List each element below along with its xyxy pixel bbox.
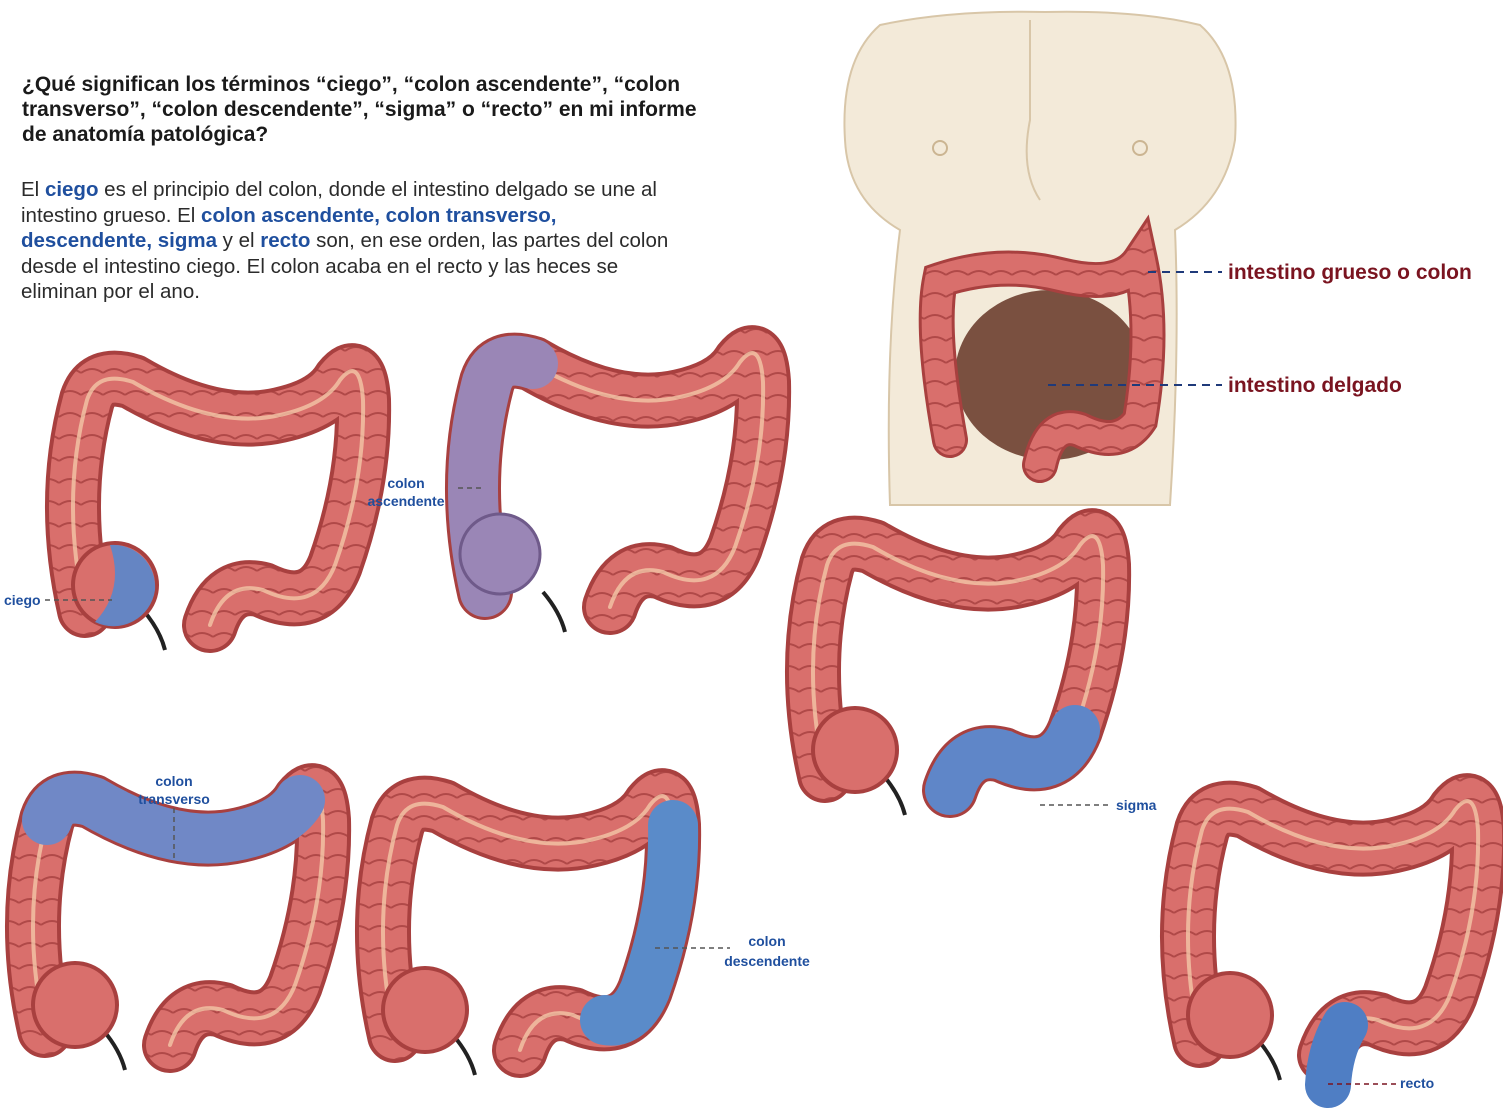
- colon-diagram-ascendente: [460, 353, 763, 632]
- label-transverso-line1: colon: [155, 773, 192, 789]
- colon-diagram-recto: [1188, 801, 1478, 1108]
- sigma-highlight: [925, 705, 1100, 815]
- label-recto: recto: [1400, 1075, 1434, 1091]
- small-intestine-shape: [955, 290, 1145, 460]
- torso-figure: [843, 10, 1237, 506]
- explanation-paragraph: El ciego es el principio del colon, dond…: [21, 177, 691, 305]
- label-large-intestine: intestino grueso o colon: [1228, 261, 1472, 284]
- right-nipple-icon: [1132, 140, 1148, 156]
- colon-diagram-ciego: [73, 371, 363, 650]
- explanation-text: y el: [216, 229, 261, 252]
- page-question: ¿Qué significan los términos “ciego”, “c…: [22, 73, 697, 146]
- label-small-intestine: intestino delgado: [1228, 374, 1402, 397]
- explanation-text: El: [21, 178, 45, 201]
- recto-highlight: [1305, 1002, 1368, 1108]
- descendente-highlight: [580, 800, 699, 1046]
- term-colon-parts: colon ascendente, colon transverso, desc…: [21, 203, 557, 253]
- colon-diagram-descendente: [383, 796, 673, 1075]
- label-descendente-line2: descendente: [724, 953, 810, 969]
- label-transverso-line2: transverso: [138, 791, 210, 807]
- explanation-text: es el principio del colon, donde el inte…: [21, 178, 657, 227]
- label-ascendente-line2: ascendente: [367, 493, 444, 509]
- term-sigma: sigma: [157, 229, 217, 252]
- label-sigma: sigma: [1116, 797, 1157, 813]
- term-ciego: ciego: [44, 178, 99, 201]
- label-ciego: ciego: [4, 592, 41, 608]
- colon-diagram-sigma: [813, 536, 1103, 815]
- label-descendente-line1: colon: [748, 933, 785, 949]
- term-recto: recto: [260, 229, 311, 252]
- left-nipple-icon: [932, 140, 948, 156]
- label-ascendente-line1: colon: [387, 475, 424, 491]
- transverso-highlight: [22, 773, 325, 864]
- colon-diagram-transverso: [33, 791, 323, 1070]
- ciego-highlight: [95, 544, 156, 627]
- explanation-text: son, en ese orden, las partes del colon …: [21, 229, 669, 303]
